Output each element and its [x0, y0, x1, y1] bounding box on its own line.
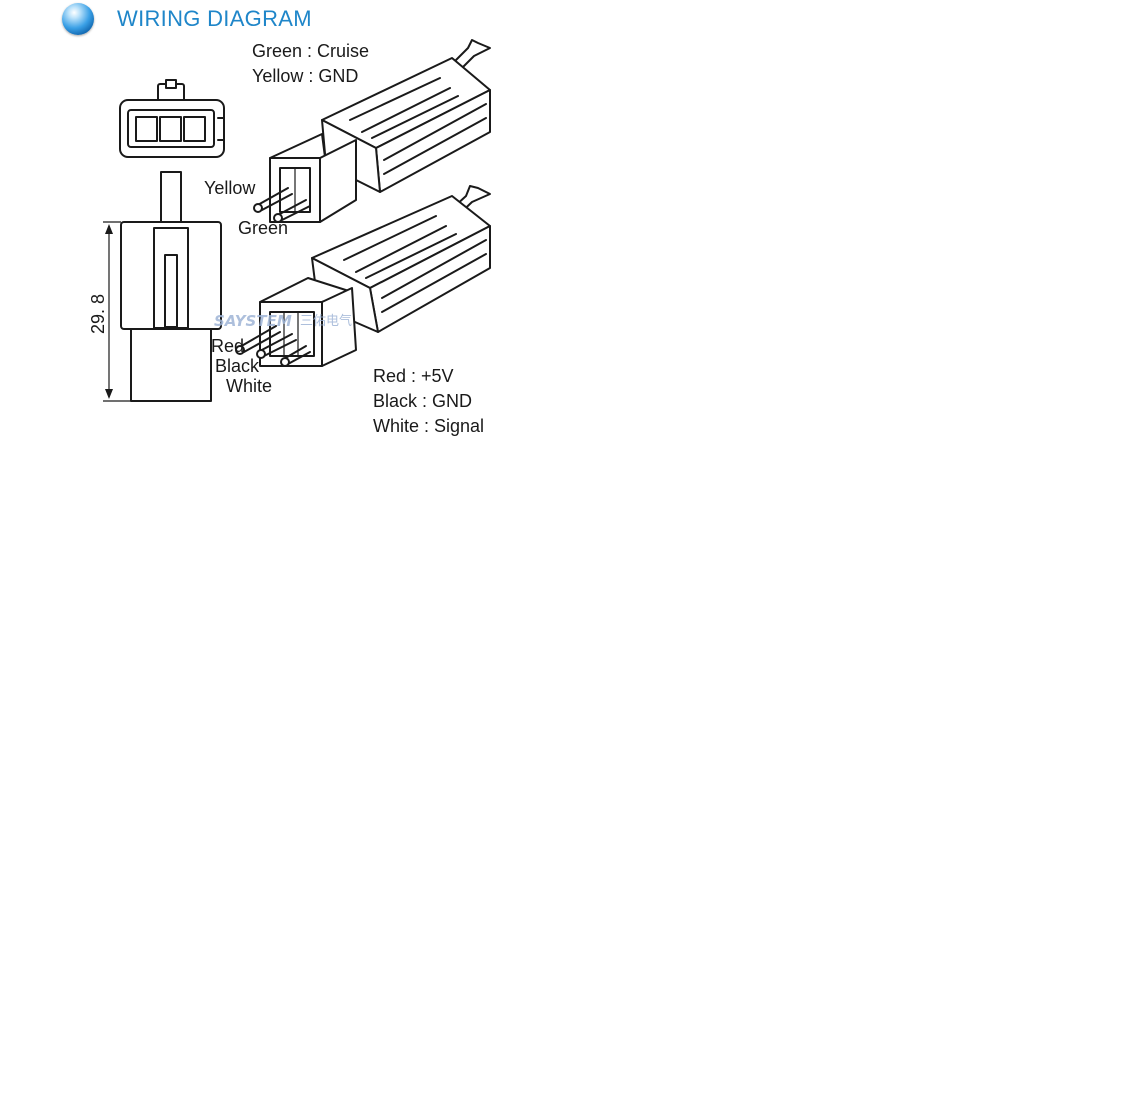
legend-yellow: Yellow : GND: [252, 66, 358, 86]
pin-label-yellow: Yellow: [204, 178, 256, 198]
legend-white: White : Signal: [373, 416, 484, 436]
pin-label-red: Red: [211, 336, 244, 356]
watermark-brand: SAYSTEM: [214, 312, 292, 330]
legend-green: Green : Cruise: [252, 41, 369, 61]
watermark-chinese: 三佑电气: [300, 313, 352, 329]
section-title: WIRING DIAGRAM: [117, 6, 312, 31]
dimension-label: 29. 8: [88, 294, 108, 334]
three-pin-connector: [235, 185, 491, 367]
pin-label-white: White: [226, 376, 272, 396]
blue-sphere-bullet-icon: [62, 3, 94, 35]
pin-label-green: Green: [238, 218, 288, 238]
connector-side-view: [103, 171, 222, 402]
legend-red: Red : +5V: [373, 366, 454, 386]
legend-black: Black : GND: [373, 391, 472, 411]
section-header: WIRING DIAGRAM: [62, 2, 312, 36]
pin-label-black: Black: [215, 356, 260, 376]
wiring-diagram: 29. 8 Green : Cruise Yellow : GND Yellow…: [88, 39, 491, 436]
connector-face-view: [119, 79, 225, 158]
two-pin-connector: [253, 39, 491, 223]
